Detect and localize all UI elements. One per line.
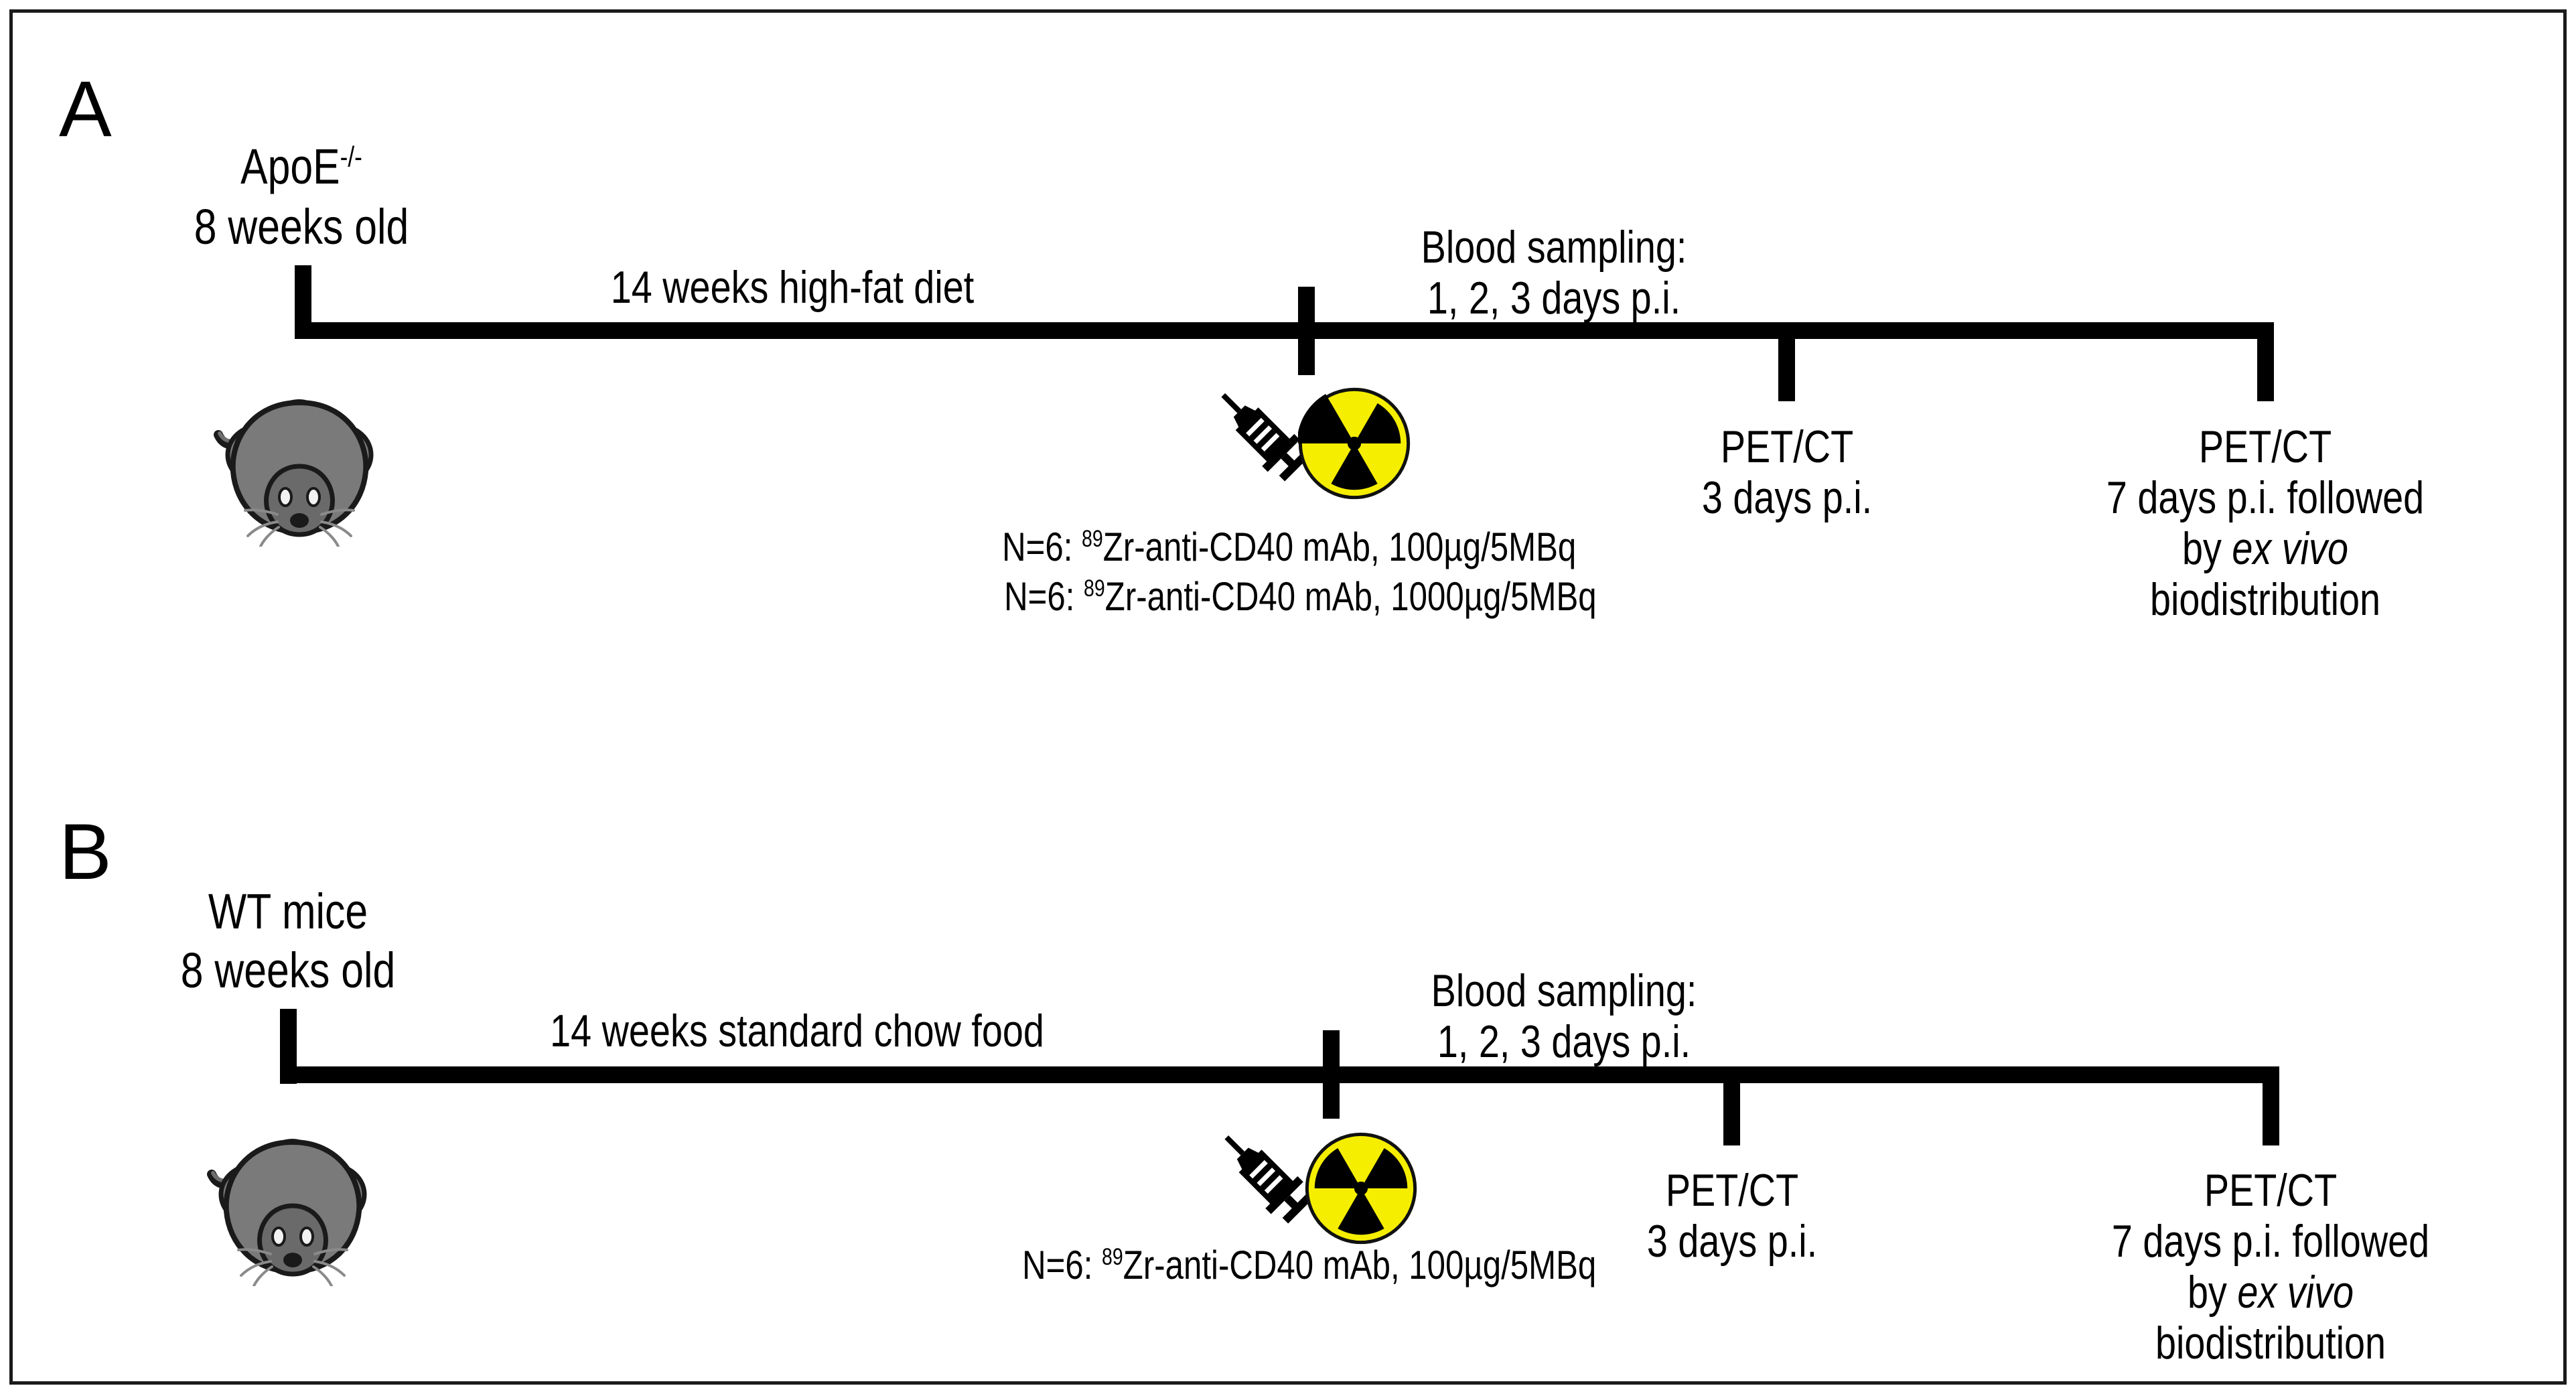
panel-a-petct-1-title: PET/CT (1720, 421, 1854, 472)
panel-b-dose-1-prefix: N=6: (1022, 1243, 1102, 1287)
panel-b-strain-label: WT mice (208, 884, 368, 939)
panel-b-petct-tick-2 (2263, 1066, 2279, 1145)
panel-a-petct-1-line1: 3 days p.i. (1701, 472, 1873, 523)
panel-a-injection-tick (1298, 287, 1315, 375)
panel-b-dose-line-1: N=6: 89Zr-anti-CD40 mAb, 100µg/5MBq (1022, 1242, 1596, 1289)
panel-a-dose-2-isotope: 89 (1084, 575, 1105, 602)
panel-b-diet-label: 14 weeks standard chow food (550, 1005, 1044, 1056)
panel-a-petct-2-line2-prefix: by (2182, 523, 2232, 574)
mouse-icon (186, 1105, 387, 1286)
panel-a-dose-2-rest: Zr-anti-CD40 mAb, 1000µg/5MBq (1104, 574, 1597, 619)
panel-a-strain-name: ApoE (240, 139, 340, 194)
panel-b-petct-1-title: PET/CT (1665, 1165, 1799, 1216)
panel-a-dose-line-1: N=6: 89Zr-anti-CD40 mAb, 100µg/5MBq (1002, 524, 1576, 571)
panel-b-injection-tick (1323, 1030, 1340, 1119)
panel-a-dose-1-rest: Zr-anti-CD40 mAb, 100µg/5MBq (1102, 525, 1577, 569)
radioactive-icon (1305, 1132, 1417, 1245)
panel-b-petct-2-ex-vivo: ex vivo (2237, 1267, 2354, 1318)
panel-a-blood-sampling-line2: 1, 2, 3 days p.i. (1427, 273, 1681, 324)
panel-b-age-label: 8 weeks old (180, 943, 396, 998)
panel-a-letter: A (59, 65, 112, 153)
panel-b-timeline-baseline (280, 1066, 2279, 1083)
panel-b-dose-1-rest: Zr-anti-CD40 mAb, 100µg/5MBq (1123, 1243, 1597, 1287)
panel-b-blood-sampling-line2: 1, 2, 3 days p.i. (1437, 1016, 1691, 1067)
panel-a-petct-2-line2: by ex vivo (2182, 522, 2348, 575)
panel-b-letter: B (59, 808, 112, 896)
panel-a-dose-1-prefix: N=6: (1002, 525, 1082, 569)
panel-a-dose-line-2: N=6: 89Zr-anti-CD40 mAb, 1000µg/5MBq (1004, 573, 1597, 620)
panel-b-petct-2-line3: biodistribution (2155, 1318, 2386, 1369)
panel-b-petct-2-line2-prefix: by (2188, 1267, 2238, 1318)
panel-a-petct-tick-1 (1778, 322, 1795, 401)
panel-a-petct-2-line1: 7 days p.i. followed (2106, 472, 2425, 523)
panel-a-age-label: 8 weeks old (194, 199, 409, 255)
mouse-icon (193, 366, 394, 547)
panel-b-petct-1-line1: 3 days p.i. (1646, 1216, 1818, 1267)
panel-a-petct-tick-2 (2257, 322, 2274, 401)
panel-a-strain-superscript: -/- (340, 141, 362, 173)
panel-a-dose-1-isotope: 89 (1082, 526, 1103, 552)
panel-a-strain-label: ApoE-/- (240, 138, 362, 196)
panel-b-petct-2-line2: by ex vivo (2188, 1266, 2354, 1319)
panel-b-petct-tick-1 (1723, 1066, 1740, 1145)
panel-b-petct-2-line1: 7 days p.i. followed (2111, 1216, 2430, 1267)
radioactive-icon (1298, 387, 1411, 500)
panel-a-timeline-baseline (295, 322, 2274, 339)
panel-a-dose-2-prefix: N=6: (1004, 574, 1084, 619)
panel-a-petct-2-title: PET/CT (2198, 421, 2332, 472)
panel-a-petct-2-ex-vivo: ex vivo (2232, 523, 2348, 574)
panel-a-diet-label: 14 weeks high-fat diet (610, 262, 975, 313)
panel-b-dose-1-isotope: 89 (1102, 1244, 1123, 1270)
panel-a-petct-2-line3: biodistribution (2149, 574, 2381, 625)
panel-b-petct-2-title: PET/CT (2204, 1165, 2338, 1216)
syringe-icon (1206, 1117, 1319, 1231)
panel-b-blood-sampling-line1: Blood sampling: (1431, 965, 1697, 1016)
panel-a-blood-sampling-line1: Blood sampling: (1421, 222, 1687, 273)
